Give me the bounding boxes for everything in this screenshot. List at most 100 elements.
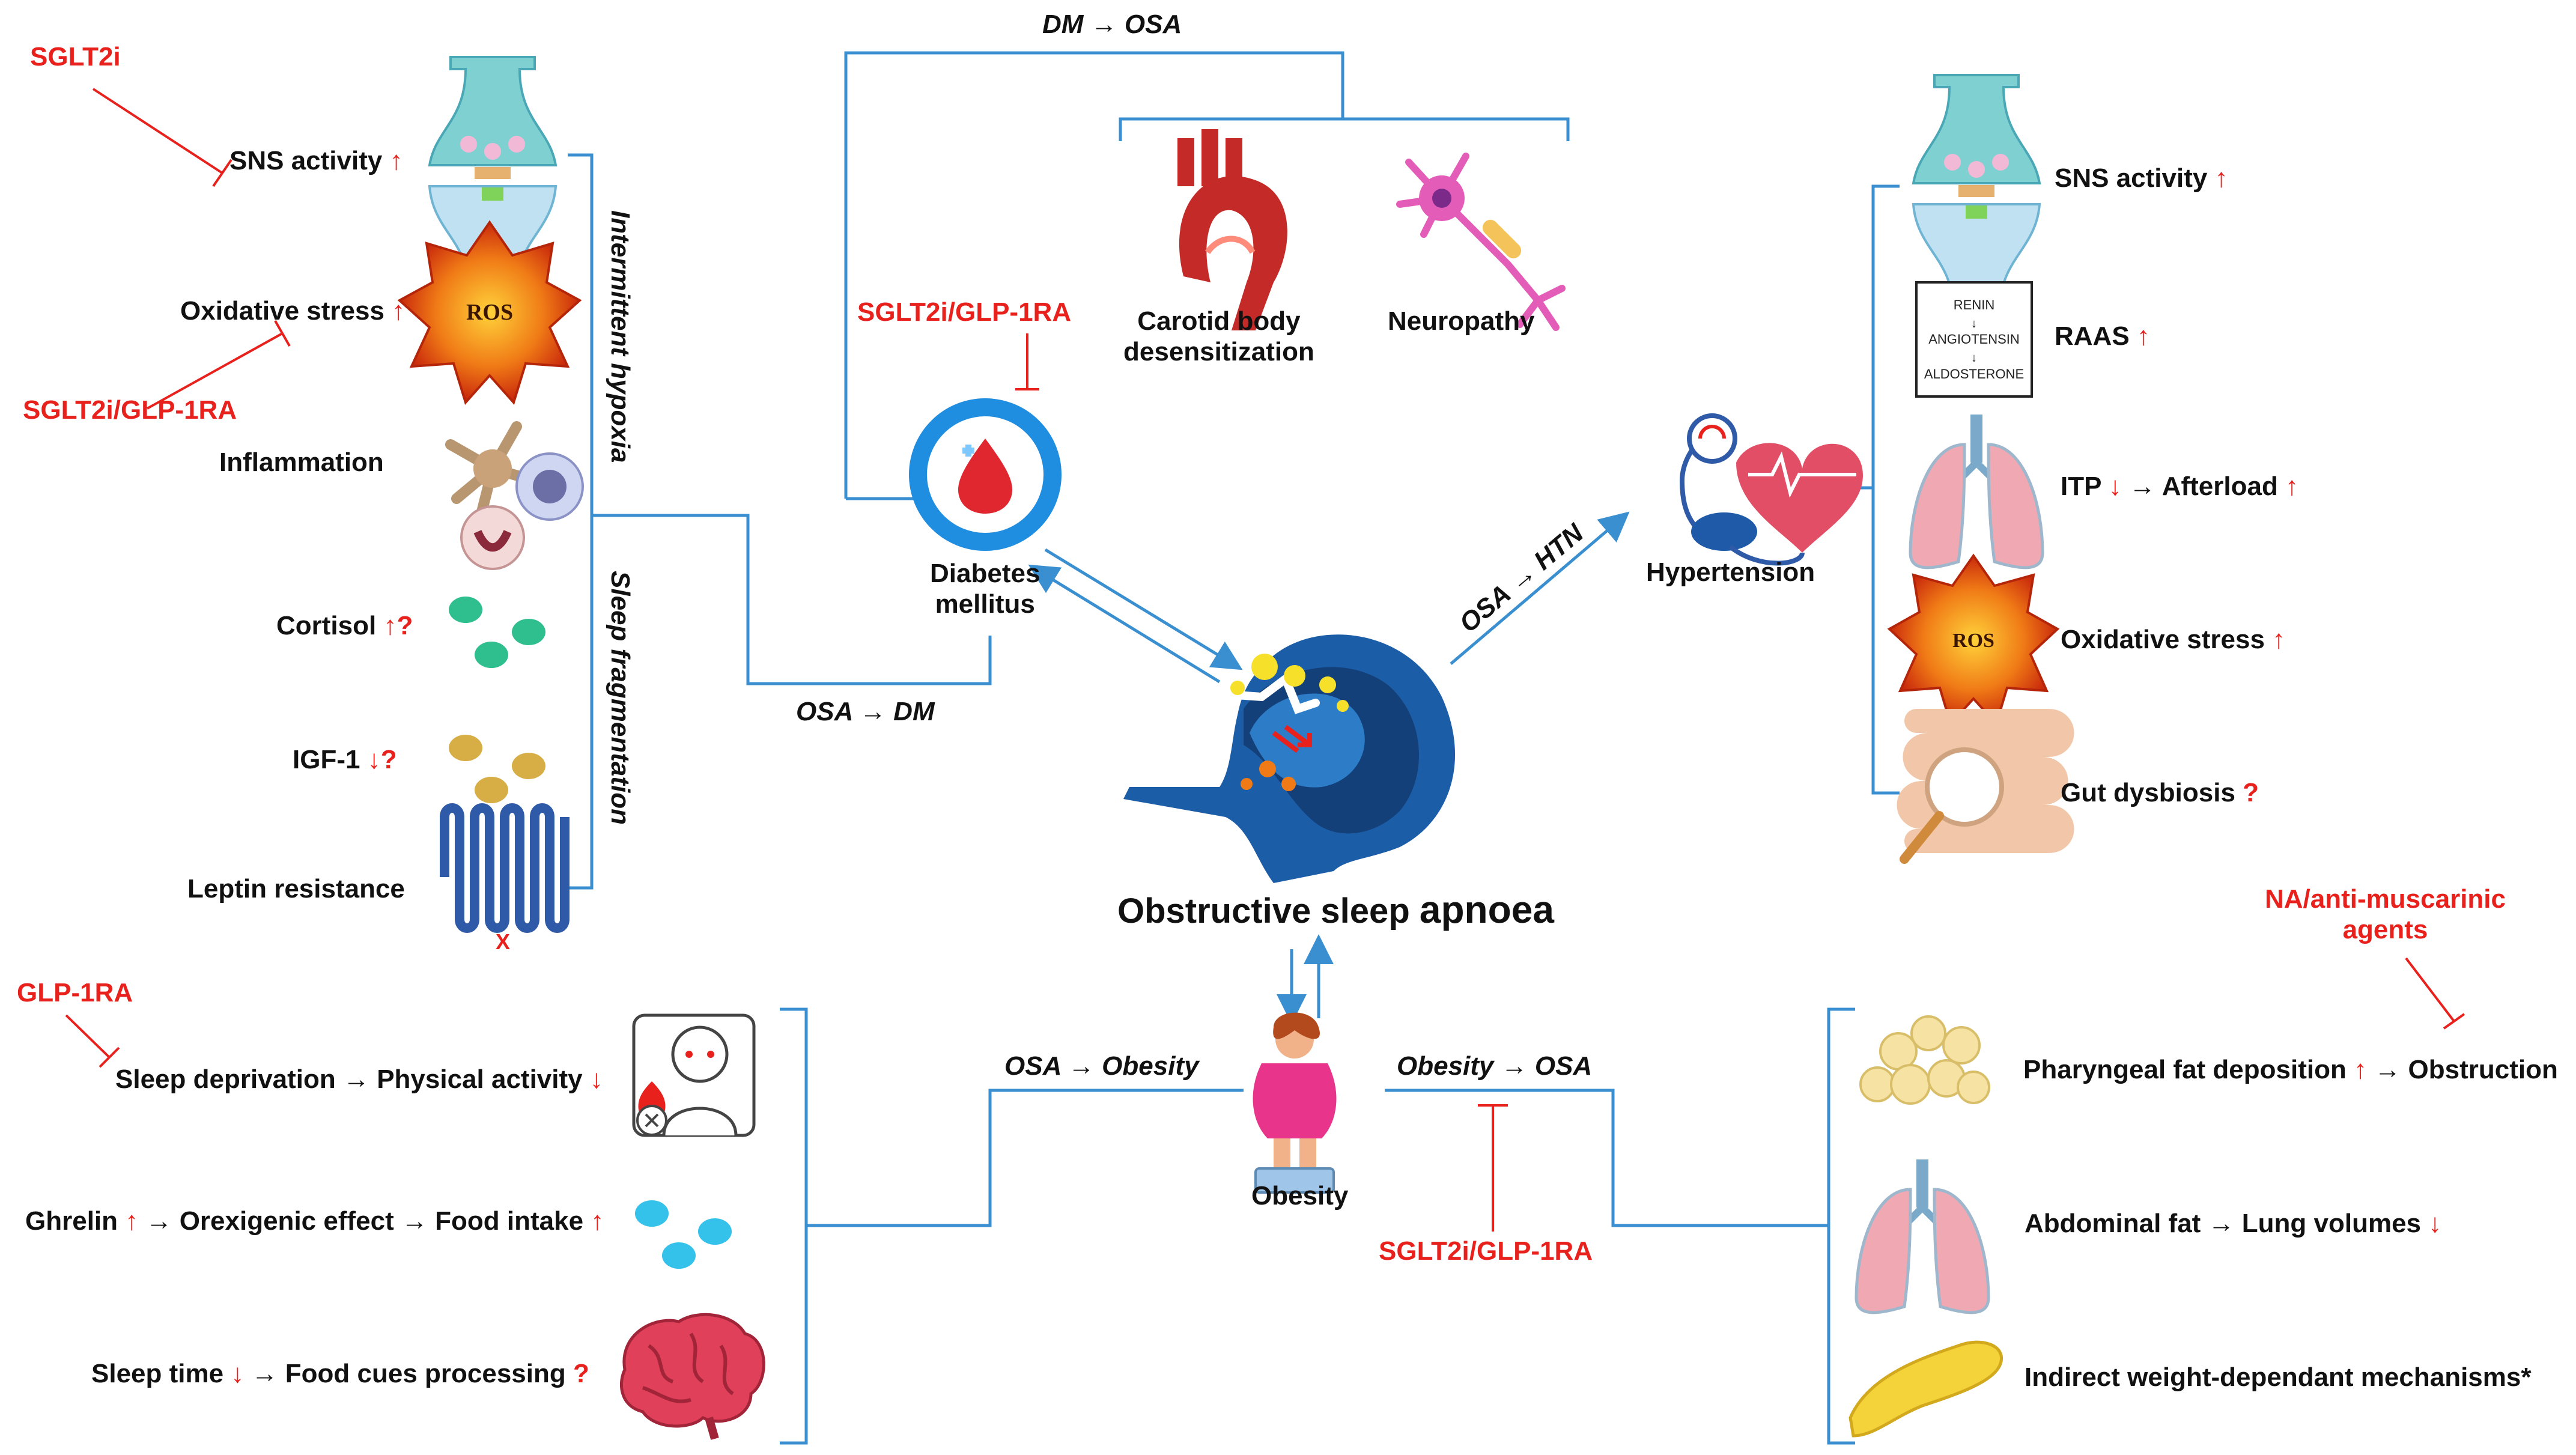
right-item-oxidative-text: Oxidative stress [2061, 625, 2273, 654]
ros-label: ROS [466, 300, 513, 325]
connector-lines [568, 51, 1900, 1445]
left-item-oxidative: Oxidative stress ↑ [180, 296, 405, 327]
sleep-fragmentation-label: Sleep fragmentation [606, 571, 635, 825]
right-bottom-item-indirect-text: Indirect weight-dependant mechanisms* [2025, 1362, 2532, 1392]
osa-to-obesity-label: OSA → Obesity [1004, 1051, 1199, 1081]
carotid-icon [1177, 129, 1287, 330]
left-bottom-item-sleep-time-text: Sleep time [91, 1359, 231, 1388]
left-bottom-item-ghrelin-mark: ↑ [125, 1206, 139, 1236]
carotid-label: Carotid body desensitization [1123, 306, 1314, 367]
diabetes-label-line2: mellitus [935, 589, 1035, 619]
diabetes-icon [909, 398, 1062, 551]
left-bottom-item-ghrelin-text2: → Orexigenic effect → Food intake [138, 1206, 591, 1236]
ros-label-right: ROS [1952, 630, 1994, 652]
left-item-igf1: IGF-1 ↓? [293, 745, 397, 776]
right-item-sns: SNS activity ↑ [2055, 163, 2228, 194]
inhibit-combo-ros [147, 320, 291, 410]
arrows [1028, 511, 1630, 1024]
diabetes-label-line1: Diabetes [930, 559, 1040, 588]
synapse-icon-right [1912, 74, 2041, 302]
left-item-cortisol-mark: ↑? [383, 611, 413, 640]
right-item-gut: Gut dysbiosis ? [2061, 778, 2259, 809]
igf1-molecules-icon [449, 735, 545, 803]
raas-angiotensin: ANGIOTENSIN [1928, 332, 2020, 347]
left-bottom-item-sleep-time-mark2: ? [573, 1359, 589, 1388]
diabetes-label: Diabetes mellitus [930, 559, 1040, 619]
right-item-itp-text: ITP [2061, 472, 2109, 501]
left-item-sns-mark: ↑ [389, 146, 403, 175]
arrow-osa-to-htn [1450, 511, 1630, 665]
right-bottom-item-pharyngeal-text2: → Obstruction [2367, 1055, 2558, 1084]
drug-label-combo-left: SGLT2i/GLP-1RA [23, 395, 237, 425]
left-bottom-item-sleep-time-text2: → Food cues processing [244, 1359, 573, 1388]
gut-icon [1897, 709, 2074, 864]
inhibit-na-pharyngeal [2405, 957, 2465, 1030]
inhibit-combo-obesity [1478, 1104, 1508, 1232]
left-item-cortisol: Cortisol ↑? [276, 611, 413, 642]
right-item-raas-mark: ↑ [2136, 321, 2150, 351]
right-item-raas: RAAS ↑ [2055, 321, 2150, 352]
right-item-raas-text: RAAS [2055, 321, 2137, 351]
inhibit-sglt2i-sns [92, 88, 232, 187]
raas-aldosterone: ALDOSTERONE [1924, 366, 2024, 381]
carotid-label-line1: Carotid body [1137, 306, 1301, 336]
left-item-oxidative-text: Oxidative stress [180, 296, 392, 326]
right-item-itp-mark: ↓ [2108, 472, 2122, 501]
left-bottom-item-sleep-time-mark: ↓ [231, 1359, 245, 1388]
arrow-osa-to-dm [1028, 564, 1221, 684]
right-bottom-item-pharyngeal-text: Pharyngeal fat deposition [2023, 1055, 2354, 1084]
inhibition-markers [65, 88, 2465, 1232]
lungs-icon [1909, 415, 2044, 570]
ghrelin-molecules-icon [635, 1200, 732, 1269]
left-item-igf1-mark: ↓? [367, 745, 397, 774]
drug-label-dm: SGLT2i/GLP-1RA [857, 297, 1072, 327]
right-item-sns-mark: ↑ [2214, 163, 2228, 193]
left-bottom-item-sleep-deprivation-mark: ↓ [589, 1065, 603, 1094]
lungs-icon-bottom [1855, 1159, 1990, 1314]
ros-icon: ROS [397, 220, 582, 405]
left-bottom-item-ghrelin-text: Ghrelin [25, 1206, 126, 1236]
hypertension-label: Hypertension [1646, 557, 1815, 587]
drug-label-na-line1: NA/anti-muscarinic [2265, 884, 2506, 914]
left-item-sns-text: SNS activity [229, 146, 390, 175]
right-item-oxidative: Oxidative stress ↑ [2061, 625, 2285, 655]
osa-title: Obstructive sleep apnoea [1117, 888, 1554, 932]
obesity-icon [1253, 1012, 1337, 1194]
left-bottom-item-sleep-deprivation: Sleep deprivation → Physical activity ↓ [115, 1065, 603, 1095]
intermittent-hypoxia-label: Intermittent hypoxia [606, 210, 635, 463]
left-bottom-item-sleep-deprivation-text: Sleep deprivation → Physical activity [115, 1065, 590, 1094]
right-item-sns-text: SNS activity [2055, 163, 2215, 193]
hypertension-icon [1679, 413, 1863, 566]
right-bottom-item-pharyngeal-mark: ↑ [2354, 1055, 2368, 1084]
pancreas-icon [1848, 1340, 2003, 1438]
right-item-itp-mark2: ↑ [2285, 472, 2299, 501]
right-item-oxidative-mark: ↑ [2272, 625, 2286, 654]
arrow-dm-to-osa [1044, 548, 1243, 670]
brain-icon [620, 1313, 765, 1440]
sleepy-person-icon [632, 1013, 756, 1137]
left-item-inflammation-text: Inflammation [219, 448, 384, 477]
left-item-cortisol-text: Cortisol [276, 611, 384, 640]
right-bottom-item-abdominal: Abdominal fat → Lung volumes ↓ [2025, 1209, 2441, 1239]
cortisol-molecules-icon [449, 597, 545, 668]
left-item-leptin-text: Leptin resistance [187, 874, 405, 904]
right-item-itp: ITP ↓ → Afterload ↑ [2061, 472, 2298, 502]
neuropathy-label: Neuropathy [1388, 306, 1535, 336]
osa-title-part1: Obstructive sleep [1117, 892, 1420, 931]
left-bottom-item-ghrelin: Ghrelin ↑ → Orexigenic effect → Food int… [25, 1206, 604, 1237]
obesity-label: Obesity [1251, 1181, 1349, 1210]
drug-label-na-antimuscarinic: NA/anti-muscarinic agents [2265, 884, 2506, 945]
drug-label-na-line2: agents [2342, 914, 2428, 944]
fat-cells-icon [1859, 1015, 1990, 1105]
right-item-gut-text: Gut dysbiosis [2061, 778, 2243, 807]
neuron-icon [1396, 153, 1566, 331]
osa-title-part2: apnoea [1419, 888, 1554, 931]
left-bottom-item-ghrelin-mark2: ↑ [591, 1206, 604, 1236]
right-item-itp-text2: → Afterload [2121, 472, 2286, 501]
obesity-to-osa-label: Obesity → OSA [1397, 1051, 1593, 1081]
left-bottom-item-sleep-time: Sleep time ↓ → Food cues processing ? [91, 1359, 589, 1390]
left-item-sns: SNS activity ↑ [229, 146, 403, 177]
inhibit-combo-dm [1015, 333, 1039, 390]
drug-label-sglt2i: SGLT2i [30, 42, 121, 71]
osa-to-dm-label: OSA → DM [796, 697, 935, 726]
